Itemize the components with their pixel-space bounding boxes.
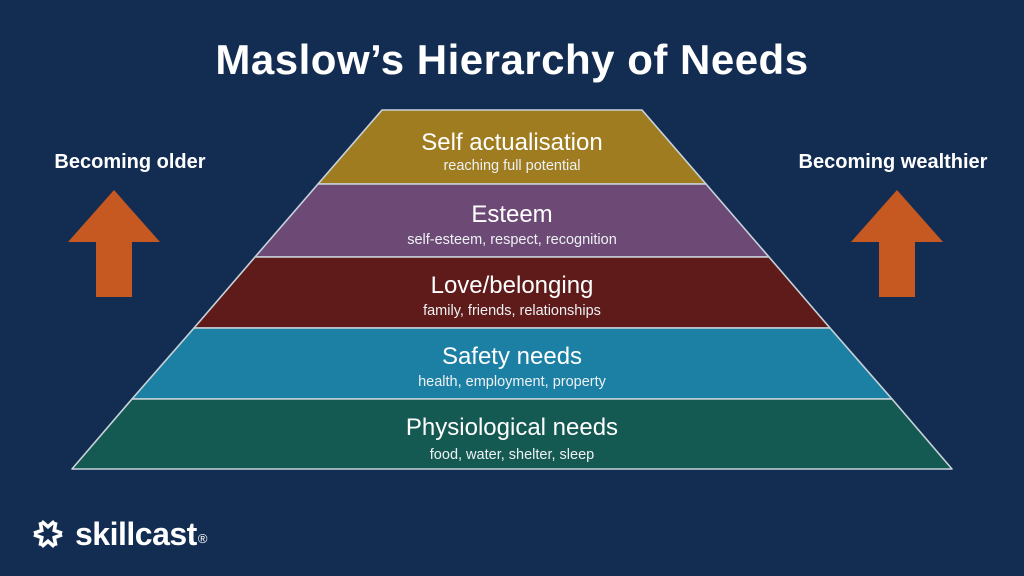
pyramid-level-self-actualisation-subtitle: reaching full potential <box>443 158 580 174</box>
pyramid-level-safety-subtitle: health, employment, property <box>418 374 607 390</box>
skillcast-logo: skillcast® <box>30 516 208 552</box>
pyramid-level-esteem-title: Esteem <box>471 201 552 228</box>
right-axis-label: Becoming wealthier <box>798 151 988 173</box>
pyramid-level-love-belonging-title: Love/belonging <box>431 272 594 299</box>
pyramid-level-physiological-title: Physiological needs <box>406 414 618 441</box>
skillcast-logo-icon <box>33 520 63 548</box>
pyramid-level-physiological-subtitle: food, water, shelter, sleep <box>430 447 594 463</box>
pyramid-level-physiological-shape <box>71 398 953 470</box>
pyramid-level-self-actualisation-title: Self actualisation <box>421 129 602 156</box>
skillcast-logo-text: skillcast <box>75 516 197 552</box>
page-title: Maslow’s Hierarchy of Needs <box>215 36 809 83</box>
pyramid-level-safety-title: Safety needs <box>442 343 582 370</box>
pyramid-level-love-belonging-subtitle: family, friends, relationships <box>423 303 601 319</box>
left-axis-label: Becoming older <box>54 151 206 173</box>
becoming-older-up-arrow-icon <box>68 190 160 297</box>
registered-trademark-icon: ® <box>197 531 208 546</box>
pyramid-level-esteem-subtitle: self-esteem, respect, recognition <box>407 232 617 248</box>
becoming-wealthier-up-arrow-icon <box>851 190 943 297</box>
